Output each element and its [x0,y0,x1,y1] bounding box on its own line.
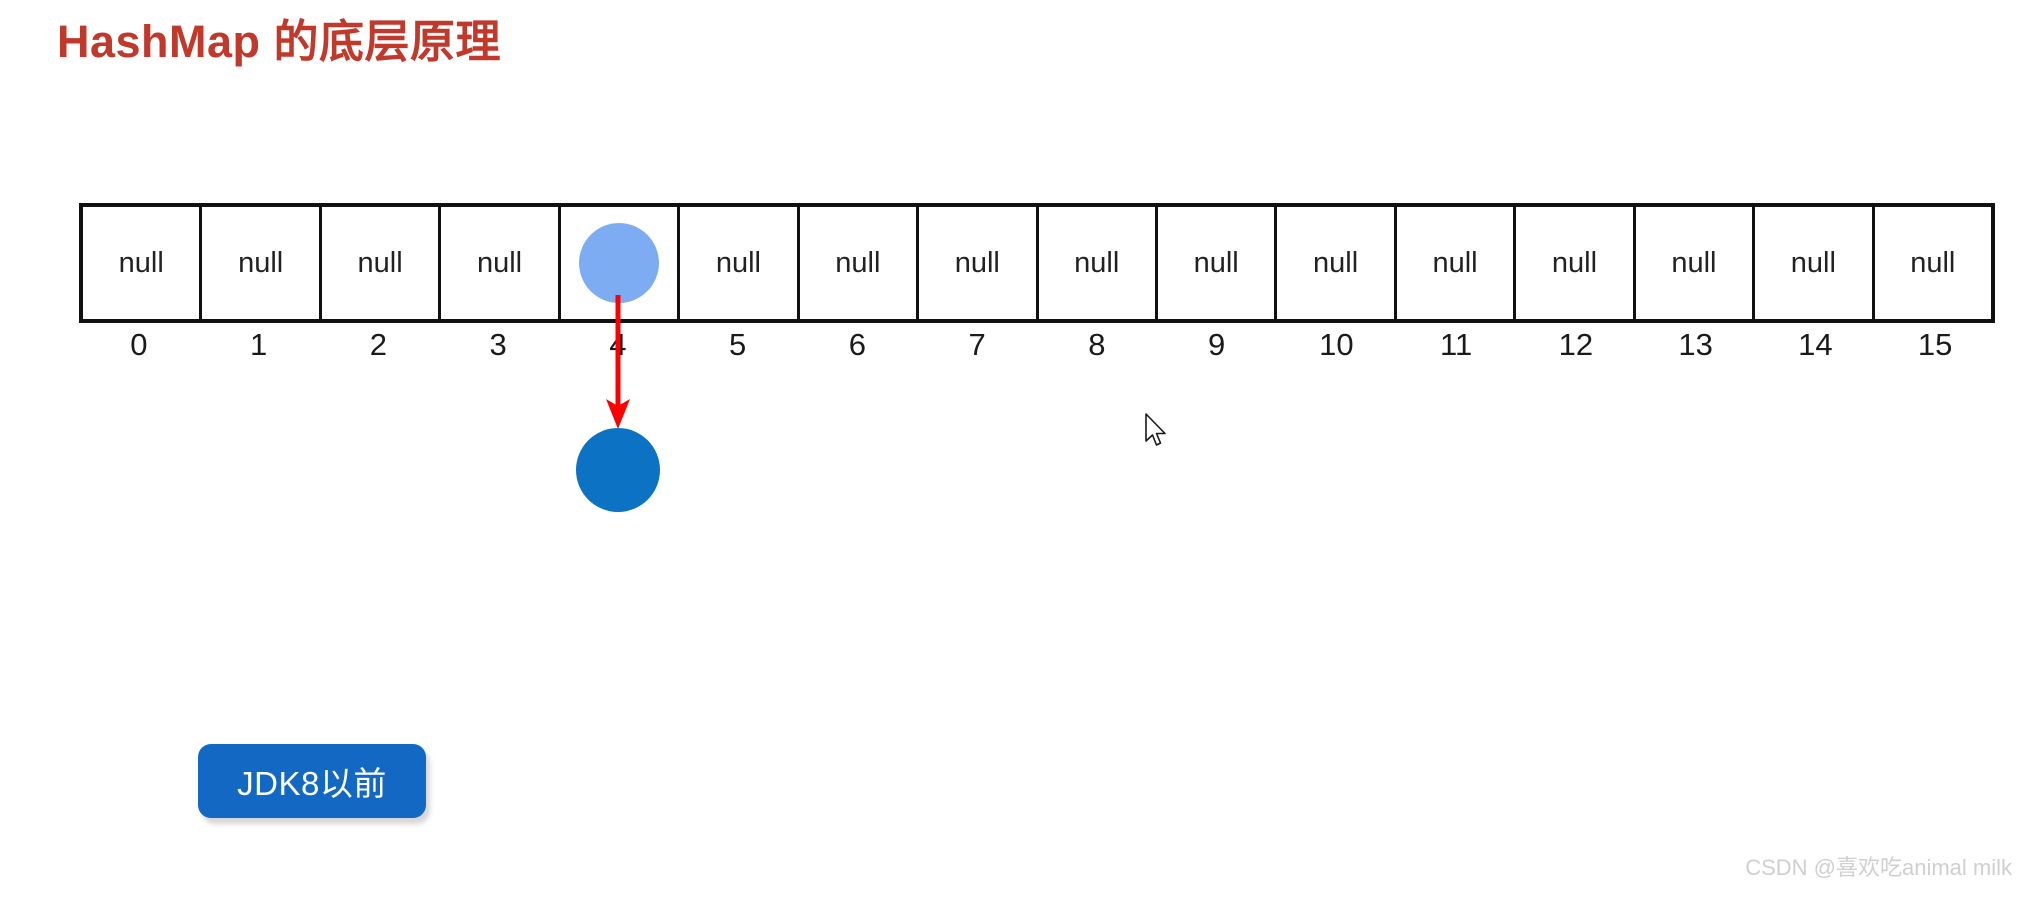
bucket-head-node [578,223,659,303]
bucket-cell-value: null [357,246,403,279]
bucket-cell-value: null [1074,246,1120,279]
bucket-index-label-8: 8 [1088,327,1106,362]
bucket-cell-value: null [1910,246,1956,279]
bucket-cell-5[interactable]: null [680,207,800,319]
bucket-cell-0[interactable]: null [83,207,203,319]
collision-arrow [588,295,648,435]
bucket-index-label-0: 0 [130,327,148,362]
bucket-cell-value: null [476,246,523,279]
bucket-cell-6[interactable]: null [799,207,920,319]
bucket-index-label-3: 3 [489,327,507,362]
bucket-cell-15[interactable]: null [1874,207,1991,319]
jdk-version-label[interactable]: JDK8以前 [198,744,426,818]
bucket-cell-value: null [1432,246,1478,279]
csdn-watermark: CSDN @喜欢吃animal milk [1745,855,2012,880]
bucket-cell-value: null [715,246,761,279]
bucket-cell-12[interactable]: null [1516,207,1636,319]
bucket-cell-10[interactable]: null [1277,207,1397,319]
bucket-index-label-12: 12 [1558,327,1594,362]
bucket-index-label-2: 2 [369,327,387,362]
mouse-cursor-icon [1144,413,1170,451]
bucket-cell-value: null [1313,246,1359,279]
bucket-cell-value: null [954,246,1000,279]
bucket-index-label-6: 6 [848,327,866,362]
bucket-cell-13[interactable]: null [1635,207,1756,319]
bucket-cell-2[interactable]: null [321,207,442,319]
bucket-cell-7[interactable]: null [919,207,1039,319]
bucket-cell-8[interactable]: null [1038,207,1158,319]
bucket-cell-value: null [118,246,164,279]
bucket-index-label-13: 13 [1678,327,1713,362]
bucket-cell-value: null [238,246,284,279]
bucket-cell-value: null [835,246,881,279]
bucket-index-label-9: 9 [1208,327,1226,362]
bucket-cell-value: null [1790,246,1836,279]
bucket-index-label-10: 10 [1319,327,1354,362]
bucket-index-label-1: 1 [250,327,268,362]
bucket-cell-value: null [1671,246,1717,279]
hashmap-bucket-array: null null null null null null null null null null… [79,203,1995,323]
bucket-index-label-11: 11 [1440,327,1473,362]
page-title: HashMap 的底层原理 [57,16,502,67]
bucket-index-label-7: 7 [968,327,986,362]
bucket-cell-9[interactable]: null [1157,207,1278,319]
bucket-cell-11[interactable]: null [1396,207,1517,319]
bucket-cell-1[interactable]: null [202,207,322,319]
bucket-cell-value: null [1193,246,1239,279]
bucket-index-label-15: 15 [1917,327,1953,362]
linked-list-node [576,428,660,512]
bucket-cell-value: null [1551,246,1598,279]
bucket-index-row: 0123456789101112131415 [79,327,1995,363]
bucket-index-label-14: 14 [1798,327,1833,362]
bucket-cell-3[interactable]: null [441,207,561,319]
bucket-cell-14[interactable]: null [1755,207,1875,319]
bucket-index-label-5: 5 [729,327,747,362]
